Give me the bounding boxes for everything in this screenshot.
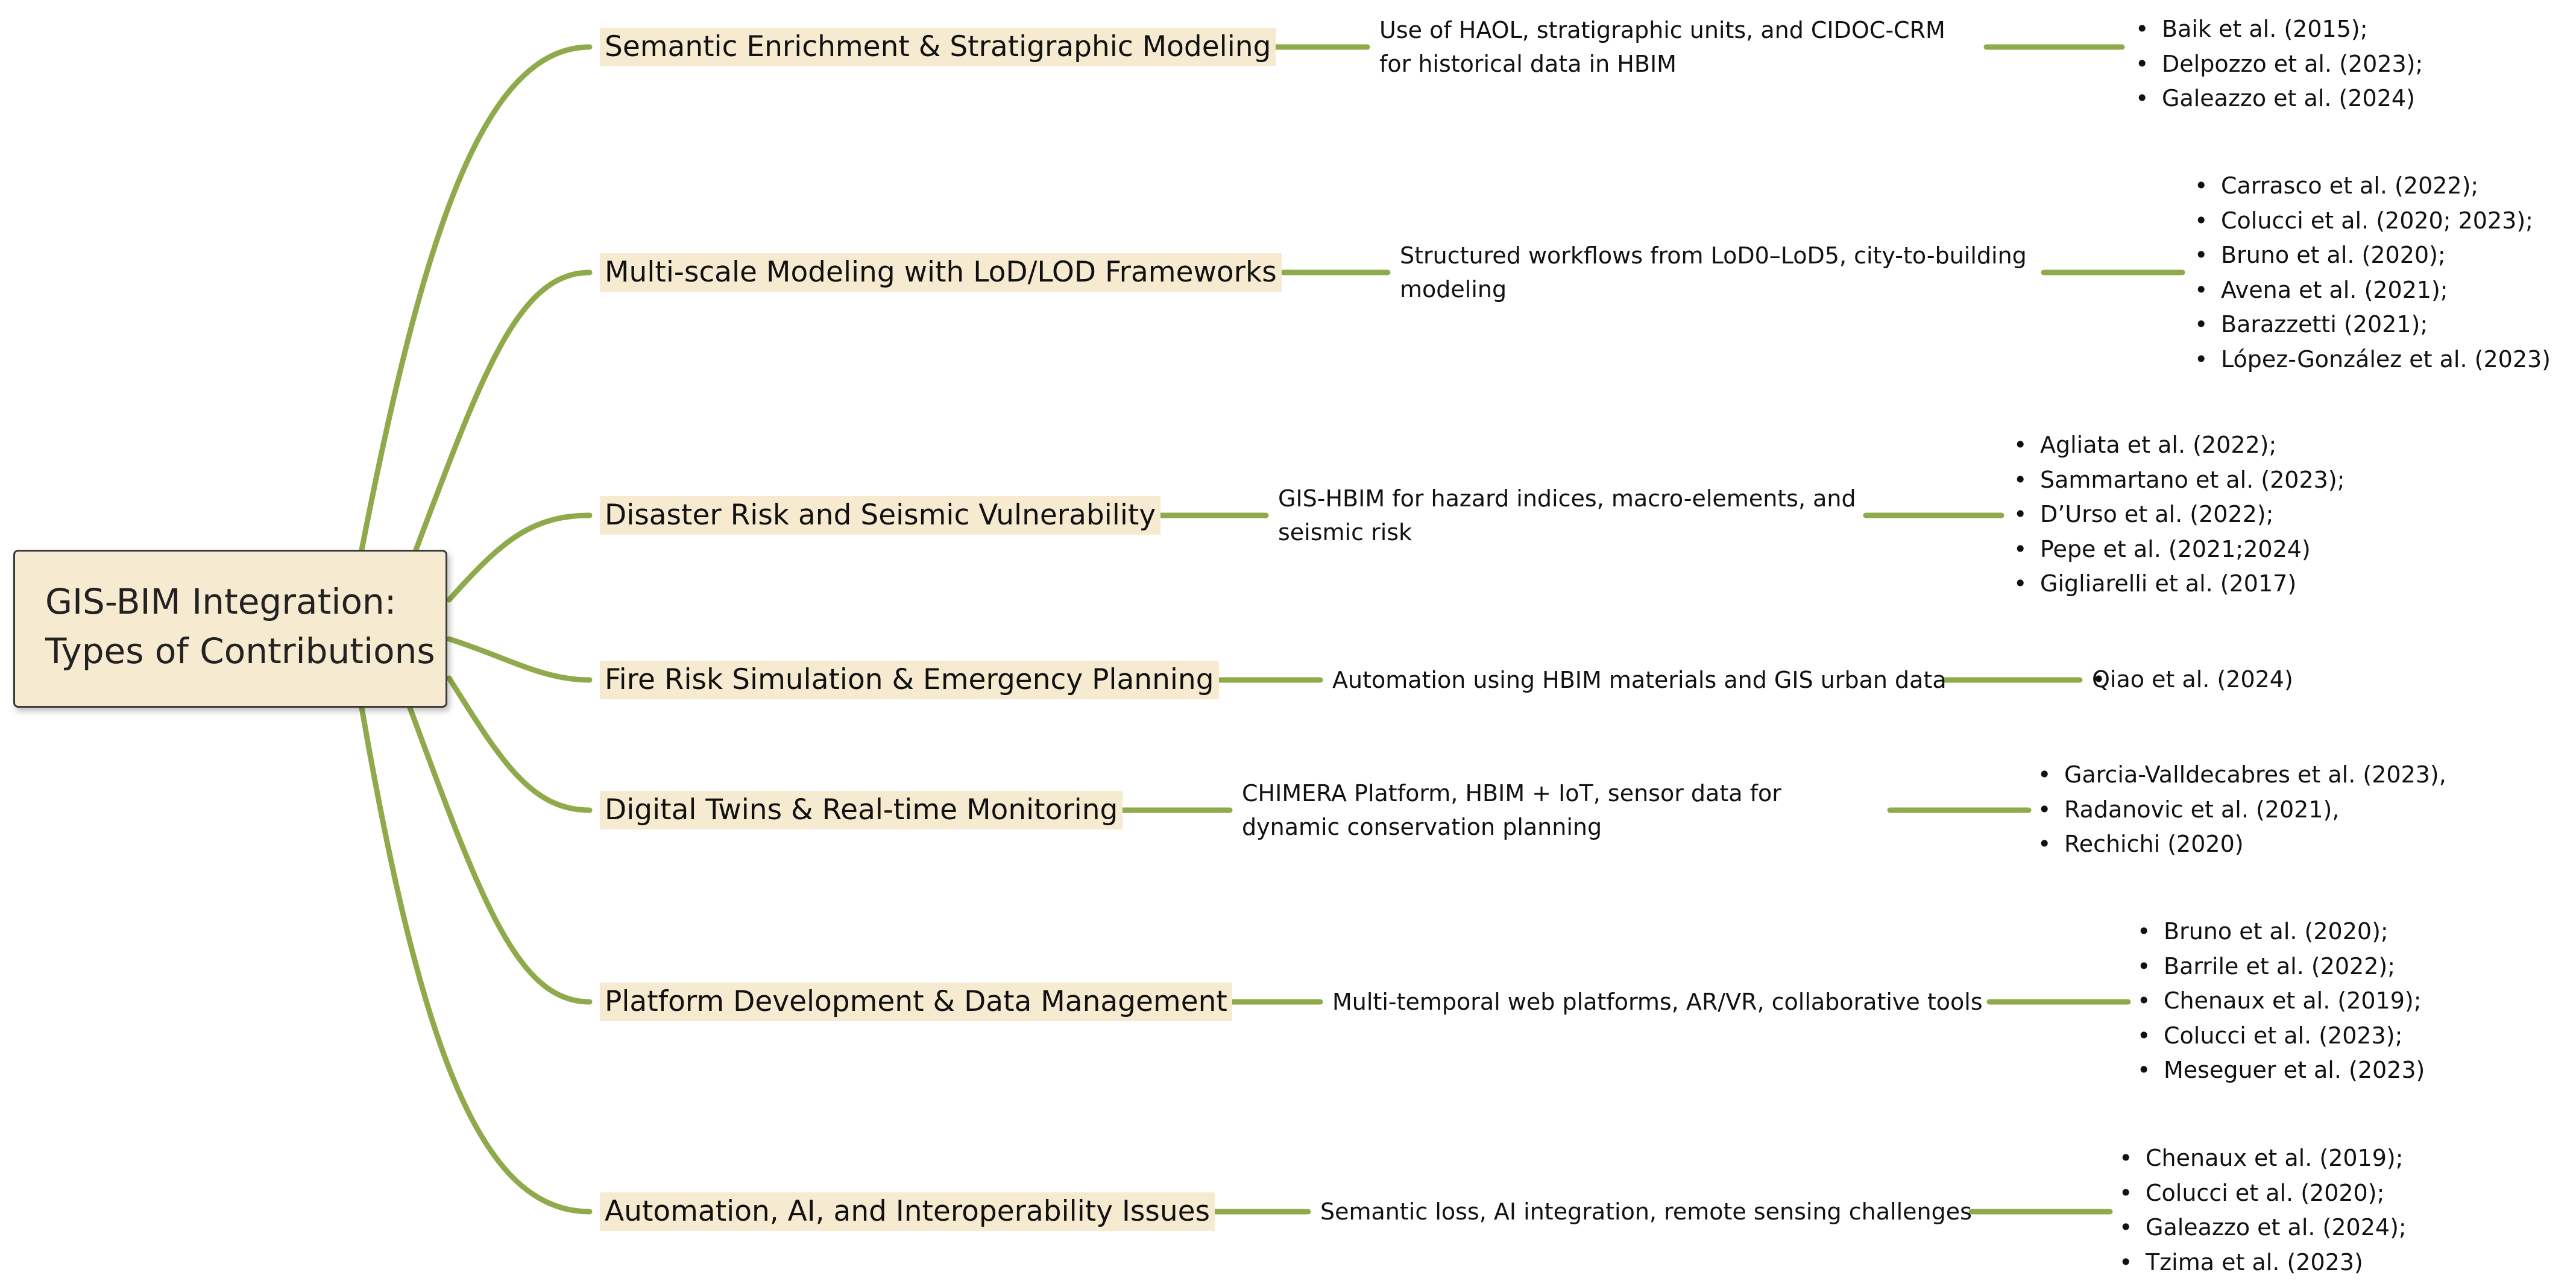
- references-fire-risk: Qiao et al. (2024): [2092, 662, 2293, 697]
- reference-item: Sammartano et al. (2023);: [2014, 463, 2345, 498]
- references-multi-scale-modeling: Carrasco et al. (2022); Colucci et al. (…: [2194, 169, 2551, 377]
- connector-root-branch-6: [407, 705, 593, 1005]
- category-multi-scale-modeling: Multi-scale Modeling with LoD/LOD Framew…: [600, 253, 1282, 292]
- reference-item: Colucci et al. (2020; 2023);: [2194, 204, 2551, 239]
- references-digital-twins: Garcia-Valldecabres et al. (2023), Radan…: [2038, 758, 2446, 862]
- category-digital-twins: Digital Twins & Real-time Monitoring: [600, 791, 1123, 829]
- reference-item: Radanovic et al. (2021),: [2038, 793, 2446, 828]
- reference-item: D’Urso et al. (2022);: [2014, 497, 2345, 532]
- references-automation-ai: Chenaux et al. (2019); Colucci et al. (2…: [2119, 1141, 2407, 1280]
- reference-item: Colucci et al. (2023);: [2137, 1019, 2425, 1054]
- references-platform-development: Bruno et al. (2020); Barrile et al. (202…: [2137, 914, 2425, 1088]
- reference-item: Delpozzo et al. (2023);: [2135, 47, 2423, 82]
- reference-item: Bruno et al. (2020);: [2137, 914, 2425, 949]
- reference-item: Bruno et al. (2020);: [2194, 238, 2551, 273]
- reference-item: Barazzetti (2021);: [2194, 307, 2551, 342]
- reference-item: López-González et al. (2023): [2194, 342, 2551, 377]
- connector-root-branch-7: [359, 705, 593, 1215]
- root-title-line-1: GIS-BIM Integration:: [45, 581, 397, 622]
- reference-item: Chenaux et al. (2019);: [2119, 1141, 2407, 1176]
- reference-item: Colucci et al. (2020);: [2119, 1176, 2407, 1211]
- category-platform-development: Platform Development & Data Management: [600, 983, 1232, 1021]
- reference-item: Pepe et al. (2021;2024): [2014, 532, 2345, 567]
- description-semantic-enrichment: Use of HAOL, stratigraphic units, and CI…: [1379, 17, 1945, 77]
- reference-item: Baik et al. (2015);: [2135, 12, 2423, 47]
- reference-item: Galeazzo et al. (2024);: [2119, 1210, 2407, 1245]
- connector-root-branch-3: [446, 512, 593, 603]
- reference-item: Gigliarelli et al. (2017): [2014, 567, 2345, 602]
- reference-item: Rechichi (2020): [2038, 827, 2446, 862]
- root-node: GIS-BIM Integration: Types of Contributi…: [13, 550, 447, 708]
- references-semantic-enrichment: Baik et al. (2015); Delpozzo et al. (202…: [2135, 12, 2423, 116]
- connector-root-branch-5: [446, 675, 593, 813]
- description-automation-ai: Semantic loss, AI integration, remote se…: [1320, 1198, 1972, 1225]
- description-disaster-risk: GIS-HBIM for hazard indices, macro-eleme…: [1278, 485, 1856, 546]
- description-digital-twins: CHIMERA Platform, HBIM + IoT, sensor dat…: [1242, 780, 1781, 840]
- connector-root-branch-2: [413, 269, 593, 553]
- description-multi-scale-modeling: Structured workflows from LoD0–LoD5, cit…: [1400, 242, 2027, 303]
- connector-root-branch-1: [359, 44, 593, 553]
- reference-item: Agliata et al. (2022);: [2014, 428, 2345, 463]
- description-platform-development: Multi-temporal web platforms, AR/VR, col…: [1332, 989, 1983, 1015]
- reference-item: Carrasco et al. (2022);: [2194, 169, 2551, 204]
- category-semantic-enrichment: Semantic Enrichment & Stratigraphic Mode…: [600, 28, 1276, 66]
- references-disaster-risk: Agliata et al. (2022); Sammartano et al.…: [2014, 428, 2345, 602]
- description-fire-risk: Automation using HBIM materials and GIS …: [1332, 667, 1947, 693]
- category-fire-risk: Fire Risk Simulation & Emergency Plannin…: [600, 661, 1219, 699]
- reference-item: Garcia-Valldecabres et al. (2023),: [2038, 758, 2446, 793]
- reference-item: Qiao et al. (2024): [2092, 662, 2293, 697]
- root-title-line-2: Types of Contributions: [45, 631, 435, 672]
- category-disaster-risk: Disaster Risk and Seismic Vulnerability: [600, 496, 1161, 535]
- category-automation-ai: Automation, AI, and Interoperability Iss…: [600, 1192, 1215, 1231]
- reference-item: Tzima et al. (2023): [2119, 1245, 2407, 1280]
- reference-item: Meseguer et al. (2023): [2137, 1053, 2425, 1088]
- reference-item: Barrile et al. (2022);: [2137, 949, 2425, 984]
- reference-item: Galeazzo et al. (2024): [2135, 81, 2423, 116]
- connector-root-branch-4: [446, 636, 593, 683]
- reference-item: Avena et al. (2021);: [2194, 273, 2551, 308]
- reference-item: Chenaux et al. (2019);: [2137, 984, 2425, 1019]
